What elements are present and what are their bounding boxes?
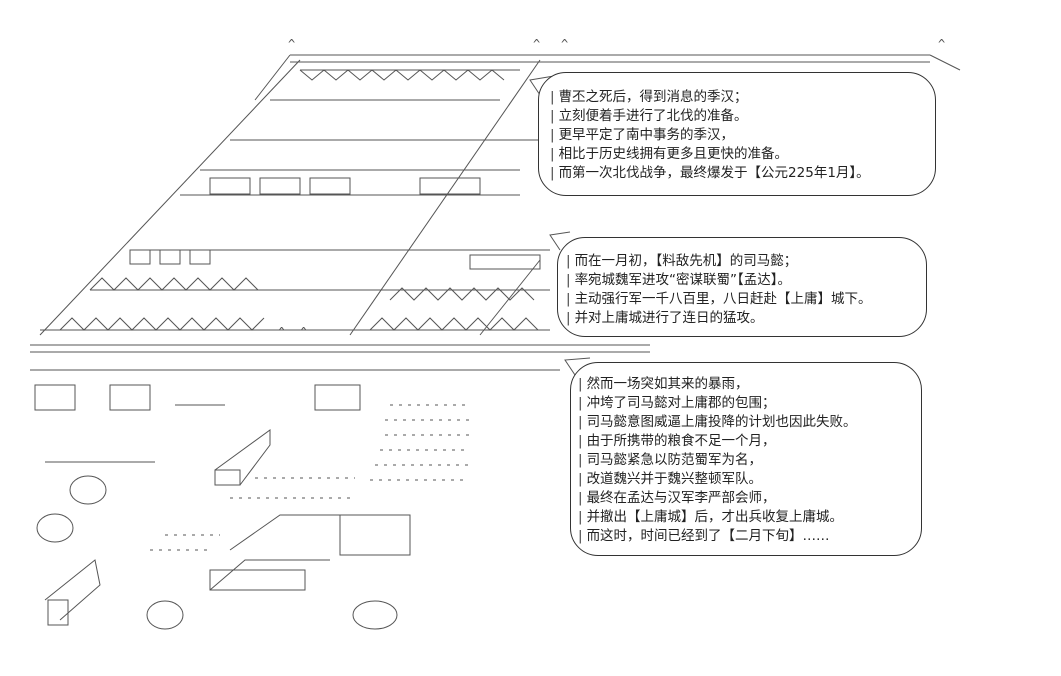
narration-line: 立刻便着手进行了北伐的准备。	[550, 107, 870, 126]
svg-text:^: ^	[561, 37, 568, 51]
narration-line: 相比于历史线拥有更多且更快的准备。	[550, 145, 870, 164]
narration-box-1-text: 曹丕之死后，得到消息的季汉； 立刻便着手进行了北伐的准备。 更早平定了南中事务的…	[550, 88, 870, 183]
narration-line: 然而一场突如其来的暴雨，	[578, 375, 857, 394]
narration-line: 而第一次北伐战争，最终爆发于【公元225年1月】。	[550, 164, 870, 183]
narration-line: 曹丕之死后，得到消息的季汉；	[550, 88, 870, 107]
svg-text:^: ^	[938, 37, 945, 51]
svg-text:^: ^	[300, 325, 307, 339]
narration-line: 并对上庸城进行了连日的猛攻。	[566, 309, 872, 328]
svg-text:^: ^	[533, 37, 540, 51]
narration-box-3-text: 然而一场突如其来的暴雨， 冲垮了司马懿对上庸郡的包围； 司马懿意图威逼上庸投降的…	[578, 375, 857, 546]
narration-line: 更早平定了南中事务的季汉，	[550, 126, 870, 145]
narration-line: 最终在孟达与汉军李严部会师，	[578, 489, 857, 508]
narration-line: 司马懿意图威逼上庸投降的计划也因此失败。	[578, 413, 857, 432]
narration-box-2-text: 而在一月初，【料敌先机】的司马懿； 率宛城魏军进攻“密谋联蜀”【孟达】。 主动强…	[566, 252, 872, 328]
narration-line: 并撤出【上庸城】后，才出兵收复上庸城。	[578, 508, 857, 527]
narration-line: 而这时，时间已经到了【二月下旬】……	[578, 527, 857, 546]
narration-line: 由于所携带的粮食不足一个月，	[578, 432, 857, 451]
narration-line: 冲垮了司马懿对上庸郡的包围；	[578, 394, 857, 413]
narration-line: 率宛城魏军进攻“密谋联蜀”【孟达】。	[566, 271, 872, 290]
svg-text:^: ^	[278, 325, 285, 339]
narration-line: 而在一月初，【料敌先机】的司马懿；	[566, 252, 872, 271]
svg-text:^: ^	[288, 37, 295, 51]
narration-line: 主动强行军一千八百里，八日赶赴【上庸】城下。	[566, 290, 872, 309]
narration-line: 司马懿紧急以防范蜀军为名，	[578, 451, 857, 470]
narration-line: 改道魏兴并于魏兴整顿军队。	[578, 470, 857, 489]
